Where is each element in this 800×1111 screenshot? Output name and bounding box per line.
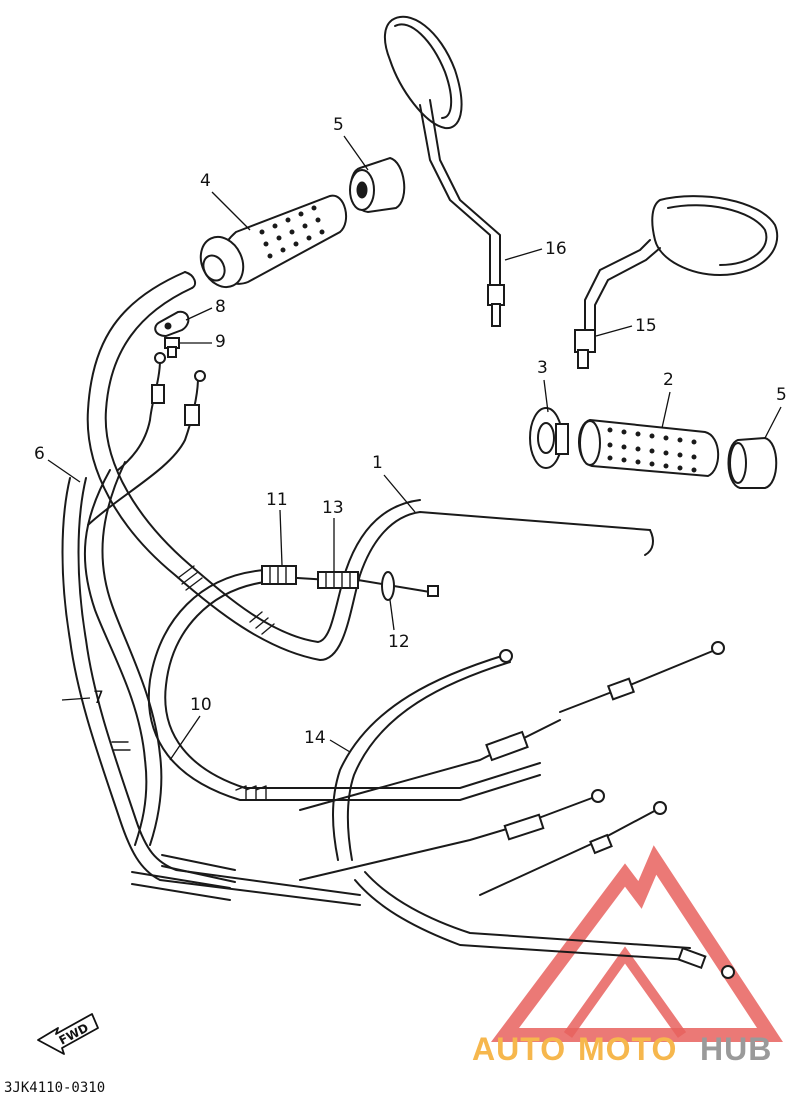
svg-text:11: 11 bbox=[266, 490, 288, 510]
callout-12: 12 bbox=[388, 599, 410, 652]
callout-10: 10 bbox=[169, 695, 212, 761]
left-bar-end bbox=[349, 156, 406, 214]
callout-16: 16 bbox=[504, 239, 567, 261]
right-grip bbox=[578, 418, 720, 478]
watermark-logo bbox=[491, 845, 783, 1042]
diagram-code: 3JK4110-0310 bbox=[4, 1080, 105, 1096]
svg-text:3: 3 bbox=[537, 358, 548, 378]
svg-text:1: 1 bbox=[372, 453, 383, 473]
svg-text:HUB: HUB bbox=[700, 1031, 772, 1067]
mirror-left bbox=[384, 15, 505, 327]
fwd-direction-badge: FWD bbox=[37, 1013, 99, 1055]
callout-8: 8 bbox=[185, 297, 226, 321]
callout-3: 3 bbox=[537, 358, 549, 413]
svg-text:14: 14 bbox=[304, 728, 326, 748]
svg-text:16: 16 bbox=[545, 239, 567, 259]
watermark-text: AUTO MOTO HUB bbox=[472, 1031, 772, 1067]
callout-15: 15 bbox=[595, 316, 657, 337]
callout-1: 1 bbox=[372, 453, 416, 513]
svg-text:AUTO: AUTO bbox=[472, 1031, 566, 1067]
screw-part-9 bbox=[164, 337, 180, 358]
svg-text:5: 5 bbox=[333, 115, 344, 135]
callout-6: 6 bbox=[34, 444, 81, 483]
svg-text:7: 7 bbox=[93, 688, 104, 708]
svg-text:4: 4 bbox=[200, 171, 211, 191]
svg-text:2: 2 bbox=[663, 370, 674, 390]
callout-5-left: 5 bbox=[333, 115, 369, 171]
svg-text:13: 13 bbox=[322, 498, 344, 518]
clutch-cable bbox=[147, 565, 541, 801]
callout-5-right: 5 bbox=[764, 385, 787, 439]
lower-cables bbox=[131, 789, 735, 979]
mirror-right bbox=[574, 195, 779, 369]
svg-text:15: 15 bbox=[635, 316, 657, 336]
callout-2: 2 bbox=[661, 370, 674, 429]
callout-13: 13 bbox=[322, 498, 344, 572]
callout-7: 7 bbox=[61, 688, 104, 708]
svg-text:6: 6 bbox=[34, 444, 45, 464]
bracket-part-8 bbox=[154, 310, 190, 338]
handlebar bbox=[86, 271, 654, 661]
right-bar-end bbox=[727, 436, 778, 489]
svg-text:12: 12 bbox=[388, 632, 410, 652]
svg-text:10: 10 bbox=[190, 695, 212, 715]
grip-cap bbox=[529, 407, 569, 469]
svg-text:8: 8 bbox=[215, 297, 226, 317]
cable-14 bbox=[299, 641, 725, 861]
callout-11: 11 bbox=[266, 490, 288, 566]
callout-4: 4 bbox=[200, 171, 251, 231]
callout-14: 14 bbox=[304, 728, 351, 753]
svg-text:MOTO: MOTO bbox=[578, 1031, 677, 1067]
callout-9: 9 bbox=[180, 332, 226, 352]
throttle-cables bbox=[61, 352, 361, 906]
svg-text:9: 9 bbox=[215, 332, 226, 352]
svg-text:5: 5 bbox=[776, 385, 787, 405]
left-grip bbox=[199, 194, 348, 289]
